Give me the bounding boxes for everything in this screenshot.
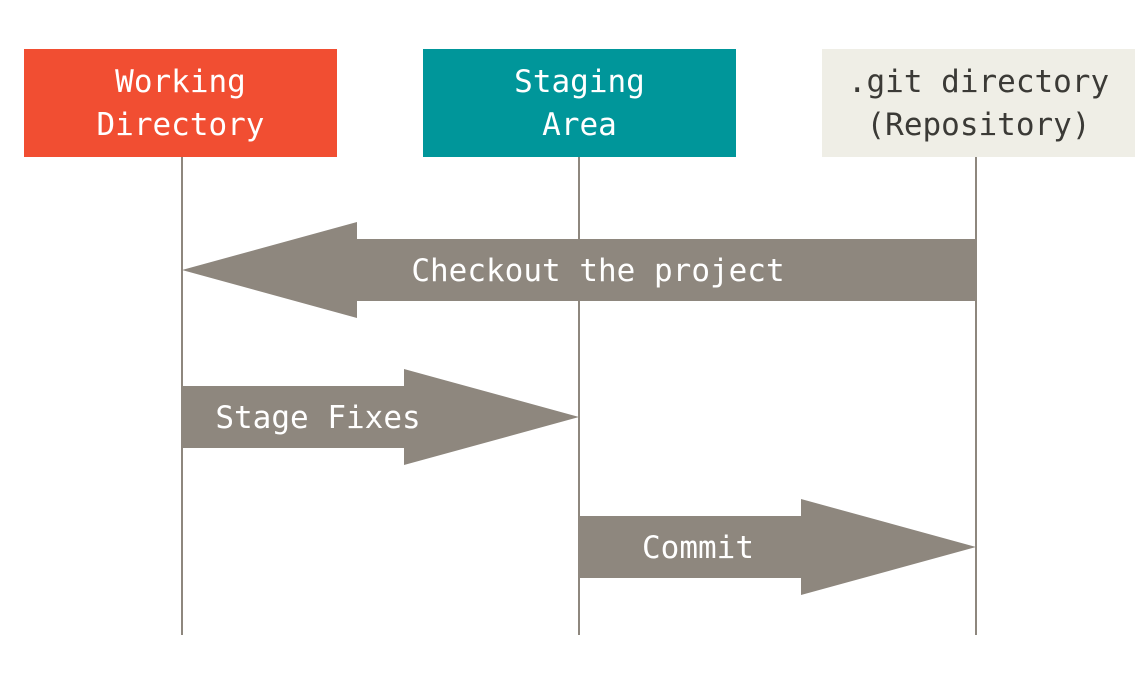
column-label-working-line-1: Working	[115, 64, 246, 100]
arrow-label-checkout: Checkout the project	[411, 253, 784, 289]
column-box-bg-working	[24, 49, 337, 157]
arrow-stage: Stage Fixes	[182, 369, 579, 465]
column-box-repo: .git directory (Repository)	[822, 49, 1135, 157]
column-label-working-line-2: Directory	[97, 107, 265, 143]
column-box-bg-staging	[423, 49, 736, 157]
arrow-shape-commit	[579, 499, 976, 595]
arrow-checkout: Checkout the project	[182, 222, 976, 318]
column-label-repo-line-1: .git directory	[848, 64, 1109, 100]
column-label-staging-line-2: Area	[542, 107, 617, 143]
arrow-label-commit: Commit	[642, 530, 754, 566]
column-box-bg-repo	[822, 49, 1135, 157]
arrow-commit: Commit	[579, 499, 976, 595]
arrow-shape-stage	[182, 369, 579, 465]
column-label-repo-line-2: (Repository)	[867, 107, 1091, 143]
column-label-staging-line-1: Staging	[514, 64, 645, 100]
arrow-label-stage: Stage Fixes	[215, 400, 420, 436]
arrow-shape-checkout	[182, 222, 976, 318]
